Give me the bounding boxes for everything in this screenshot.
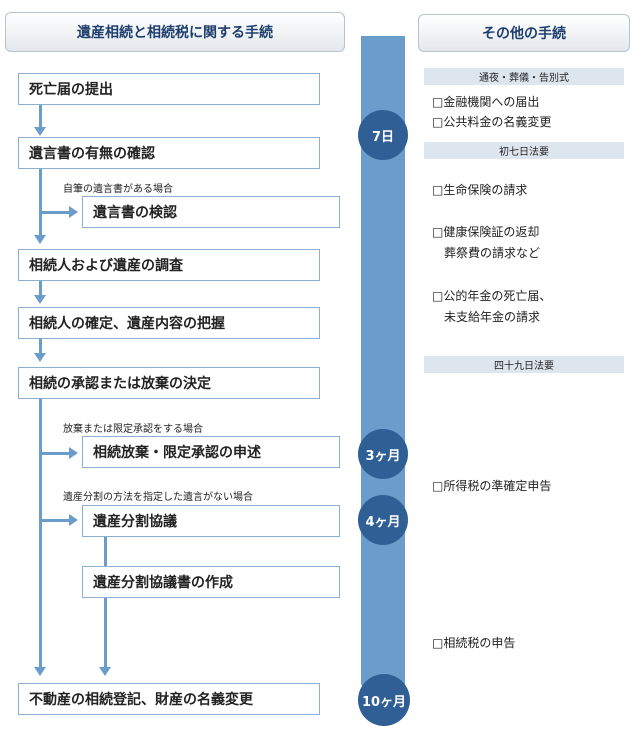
other-pension-death-notice: □公的年金の死亡届、 bbox=[432, 289, 552, 303]
other-utility-name-change: □公共料金の名義変更 bbox=[432, 115, 552, 129]
branch-will-inspection bbox=[41, 211, 69, 214]
timeline-bar bbox=[361, 36, 405, 726]
step-division: 遺産分割協議 bbox=[82, 505, 340, 537]
marker-day-7: 7日 bbox=[358, 110, 408, 160]
ceremony-49-days: 四十九日法要 bbox=[424, 356, 624, 373]
condition-renounce: 放棄または限定承認をする場合 bbox=[63, 424, 203, 435]
marker-month-10: 10ヶ月 bbox=[358, 674, 410, 726]
step-death-notice: 死亡届の提出 bbox=[18, 73, 320, 105]
arrow-down-3 bbox=[34, 295, 46, 304]
connector-division-down bbox=[104, 598, 107, 667]
branch-division bbox=[41, 519, 69, 522]
arrow-right-division bbox=[69, 514, 78, 526]
step-registration: 不動産の相続登記、財産の名義変更 bbox=[18, 683, 320, 715]
step-will-inspection: 遺言書の検認 bbox=[82, 196, 340, 228]
marker-month-3: 3ヶ月 bbox=[358, 429, 408, 479]
other-income-tax-return: □所得税の準確定申告 bbox=[432, 479, 552, 493]
connector-main-3 bbox=[39, 281, 42, 295]
condition-holographic-will: 自筆の遺言書がある場合 bbox=[63, 184, 173, 195]
arrow-right-renounce bbox=[69, 447, 78, 459]
condition-no-division-will: 遺産分割の方法を指定した遺言がない場合 bbox=[63, 492, 253, 503]
step-division-doc: 遺産分割協議書の作成 bbox=[82, 566, 340, 598]
arrow-down-4 bbox=[34, 353, 46, 362]
branch-renounce bbox=[41, 452, 69, 455]
other-funeral-expenses: 葬祭費の請求など bbox=[432, 246, 541, 260]
step-survey: 相続人および遺産の調査 bbox=[18, 249, 320, 281]
other-bank-notice: □金融機関への届出 bbox=[432, 95, 540, 109]
arrow-down-2 bbox=[34, 235, 46, 244]
other-life-insurance: □生命保険の請求 bbox=[432, 183, 528, 197]
other-unpaid-pension: 未支給年金の請求 bbox=[432, 310, 541, 324]
ceremony-funeral: 通夜・葬儀・告別式 bbox=[424, 68, 624, 85]
marker-month-4: 4ヶ月 bbox=[358, 495, 408, 545]
arrow-right-will-inspection bbox=[69, 206, 78, 218]
arrow-down-1 bbox=[34, 127, 46, 136]
connector-main-1 bbox=[39, 105, 42, 127]
arrow-down-division bbox=[99, 667, 111, 676]
step-decision: 相続の承認または放棄の決定 bbox=[18, 367, 320, 399]
connector-main-4 bbox=[39, 339, 42, 353]
other-inheritance-tax-return: □相続税の申告 bbox=[432, 636, 516, 650]
right-header: その他の手続 bbox=[418, 14, 630, 52]
connector-main-5 bbox=[39, 399, 42, 667]
other-health-insurance: □健康保険証の返却 bbox=[432, 225, 540, 239]
left-header: 遺産相続と相続税に関する手続 bbox=[5, 12, 345, 52]
step-will-check: 遺言書の有無の確認 bbox=[18, 137, 320, 169]
connector-division-sub bbox=[104, 537, 107, 567]
arrow-down-5 bbox=[34, 667, 46, 676]
ceremony-first-7-days: 初七日法要 bbox=[424, 142, 624, 159]
step-confirm: 相続人の確定、遺産内容の把握 bbox=[18, 307, 320, 339]
connector-main-2 bbox=[39, 168, 42, 235]
step-renounce: 相続放棄・限定承認の申述 bbox=[82, 436, 340, 468]
